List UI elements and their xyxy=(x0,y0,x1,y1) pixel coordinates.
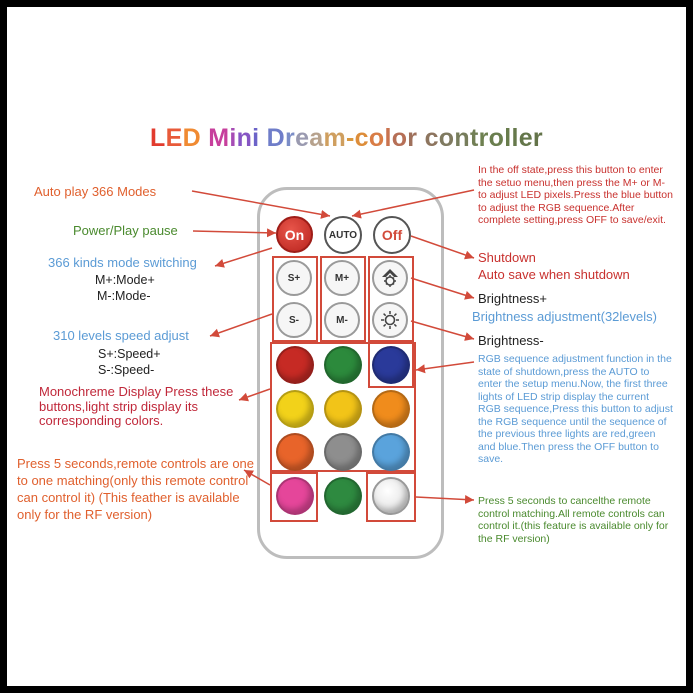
title-letter: n xyxy=(454,124,470,152)
title-letter: n xyxy=(236,124,253,152)
arrow-speed xyxy=(209,313,273,338)
title-letter: e xyxy=(518,124,533,152)
arrow-rgb-sequence xyxy=(415,361,475,374)
title-letter: l xyxy=(384,124,392,152)
title-letter: t xyxy=(469,124,479,152)
pair-button-frame xyxy=(270,472,318,522)
auto-button[interactable]: AUTO xyxy=(324,216,362,254)
label-mode-minus: M-:Mode- xyxy=(97,289,151,303)
label-off-state: In the off state,press this button to en… xyxy=(478,164,673,226)
title-letter: a xyxy=(309,124,324,152)
color-button-6[interactable] xyxy=(372,390,410,428)
title-letter: r xyxy=(478,124,489,152)
title-letter: r xyxy=(285,124,296,152)
color-button-2[interactable] xyxy=(324,346,362,384)
color-button-11[interactable] xyxy=(324,477,362,515)
brightness-up-icon xyxy=(382,269,398,287)
mode-plus-button[interactable]: M+ xyxy=(324,260,360,296)
label-cancel-matching: Press 5 seconds to cancelthe remote cont… xyxy=(478,495,669,545)
title-letter: l xyxy=(504,124,512,152)
title-letter: E xyxy=(165,124,183,152)
speed-button-group xyxy=(272,256,318,342)
speed-minus-button[interactable]: S- xyxy=(276,302,312,338)
title-letter: e xyxy=(295,124,310,152)
label-speed: 310 levels speed adjust xyxy=(53,328,189,343)
title-letter: M xyxy=(208,124,230,152)
color-button-7[interactable] xyxy=(276,433,314,471)
color-button-12[interactable] xyxy=(372,477,410,515)
brightness-minus-button[interactable] xyxy=(372,302,408,338)
label-shutdown: Shutdown xyxy=(478,250,536,265)
rgb-sequence-button-frame xyxy=(368,342,414,388)
label-brightness-minus: Brightness- xyxy=(478,333,544,348)
cancel-pair-button-frame xyxy=(366,472,416,522)
label-monochrome: Monochreme Display Press these buttons,l… xyxy=(39,384,234,428)
title-letter: D xyxy=(266,124,286,152)
color-button-10[interactable] xyxy=(276,477,314,515)
speed-plus-button[interactable]: S+ xyxy=(276,260,312,296)
title-letter: o xyxy=(368,124,385,152)
title-letter: o xyxy=(488,124,505,152)
color-button-9[interactable] xyxy=(372,433,410,471)
color-buttons-group xyxy=(270,342,416,472)
arrow-mode-switch xyxy=(214,247,273,268)
arrow-power xyxy=(192,228,277,238)
brightness-plus-button[interactable] xyxy=(372,260,408,296)
arrow-press-5 xyxy=(243,469,271,486)
title-letter: o xyxy=(391,124,408,152)
title-letter: D xyxy=(182,124,201,152)
title-letter: L xyxy=(150,124,166,152)
title-letter: - xyxy=(346,124,355,152)
title-letter: r xyxy=(407,124,418,152)
mode-button-group xyxy=(320,256,366,342)
brightness-button-group xyxy=(368,256,414,342)
on-button[interactable]: On xyxy=(276,216,313,253)
color-button-8[interactable] xyxy=(324,433,362,471)
label-auto-save: Auto save when shutdown xyxy=(478,267,630,282)
title-letter: c xyxy=(424,124,439,152)
mode-minus-button[interactable]: M- xyxy=(324,302,360,338)
arrow-off-state xyxy=(351,189,475,219)
color-button-4[interactable] xyxy=(276,390,314,428)
title-letter: m xyxy=(323,124,347,152)
arrow-cancel xyxy=(415,495,475,505)
color-button-1[interactable] xyxy=(276,346,314,384)
diagram-title: LED Mini Dream-color controller xyxy=(0,124,693,153)
arrow-monochrome xyxy=(238,388,271,402)
label-rgb-sequence: RGB sequence adjustment function in the … xyxy=(478,353,673,465)
arrow-auto-play xyxy=(191,190,331,219)
label-power: Power/Play pause xyxy=(73,223,178,238)
title-letter: c xyxy=(354,124,369,152)
color-button-5[interactable] xyxy=(324,390,362,428)
label-press-5-seconds: Press 5 seconds,remote controls are one … xyxy=(17,456,255,522)
arrow-shutdown xyxy=(410,235,475,260)
title-letter: i xyxy=(252,124,260,152)
label-brightness-adjust: Brightness adjustment(32levels) xyxy=(472,309,657,324)
color-button-3[interactable] xyxy=(372,346,410,384)
label-auto-play: Auto play 366 Modes xyxy=(34,184,157,199)
label-brightness-plus: Brightness+ xyxy=(478,291,548,306)
title-letter: i xyxy=(229,124,237,152)
label-mode-switch: 366 kinds mode switching xyxy=(48,255,197,270)
arrow-brightness-plus xyxy=(410,277,475,300)
label-speed-minus: S-:Speed- xyxy=(98,363,155,377)
brightness-down-icon xyxy=(381,311,399,329)
title-letter: o xyxy=(438,124,455,152)
label-mode-plus: M+:Mode+ xyxy=(95,273,155,287)
label-speed-plus: S+:Speed+ xyxy=(98,347,161,361)
title-letter: r xyxy=(532,124,543,152)
off-button[interactable]: Off xyxy=(373,216,411,254)
title-letter: l xyxy=(511,124,519,152)
arrow-brightness-minus xyxy=(410,320,475,341)
